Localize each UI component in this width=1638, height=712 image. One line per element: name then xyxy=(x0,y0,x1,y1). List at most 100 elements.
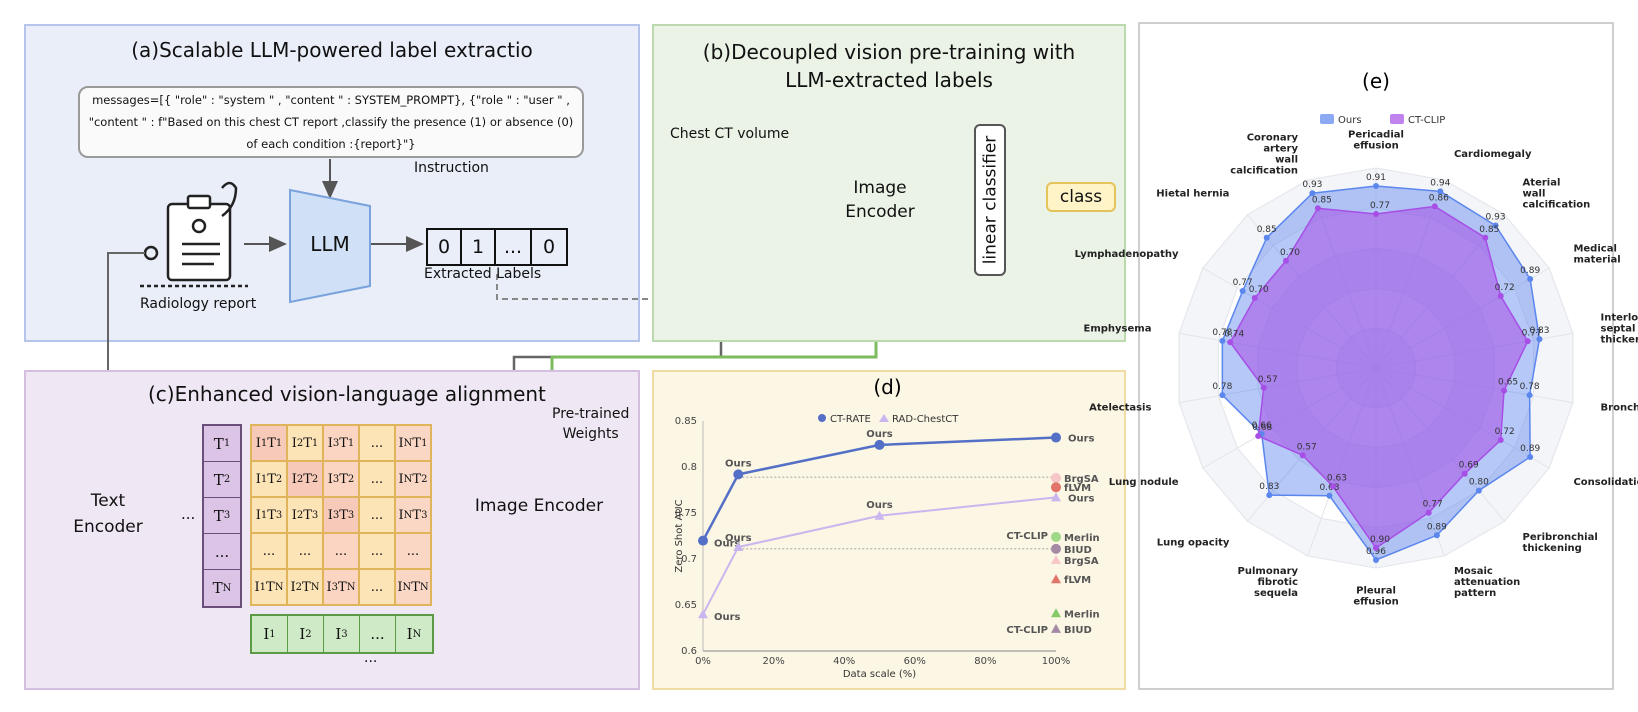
text-token-dots: ... xyxy=(181,505,196,523)
value-label: 0.74 xyxy=(1224,329,1244,339)
category-label-line: Peribronchial xyxy=(1523,532,1598,543)
legend-label: CT-RATE xyxy=(830,414,871,425)
label-vector: 0 1 ... 0 xyxy=(426,228,568,266)
image-token: ... xyxy=(360,616,396,652)
category-label-line: calcification xyxy=(1523,199,1591,210)
data-point xyxy=(1425,509,1432,516)
data-point xyxy=(1527,276,1534,282)
data-point xyxy=(1526,392,1533,399)
data-label: Ours xyxy=(1068,493,1095,504)
llm-label: LLM xyxy=(310,232,350,256)
series-line xyxy=(701,436,1057,542)
baseline-label: BIUD xyxy=(1064,545,1092,556)
legend-marker xyxy=(879,414,889,422)
value-label: 0.80 xyxy=(1469,478,1489,488)
chart-e-title: (e) xyxy=(1362,69,1390,93)
ctclip-label: CT-CLIP xyxy=(1006,625,1048,636)
data-point xyxy=(1309,190,1316,197)
data-point xyxy=(1501,387,1508,394)
baseline-marker xyxy=(1051,554,1061,564)
data-point xyxy=(1373,557,1379,563)
category-label-line: Mosaic xyxy=(1454,566,1493,577)
data-label: Ours xyxy=(866,429,893,440)
baseline-marker xyxy=(1051,543,1061,554)
value-label: 0.65 xyxy=(1498,378,1518,388)
category-label: Lung nodule xyxy=(1109,477,1179,488)
value-label: 0.93 xyxy=(1302,180,1322,190)
image-encoder-c-label: Image Encoder xyxy=(474,496,604,516)
similarity-cell: ... xyxy=(323,533,359,569)
value-label: 0.89 xyxy=(1520,444,1540,454)
category-label-line: Lung nodule xyxy=(1109,477,1179,488)
text-encoder-line-1: Text xyxy=(90,491,126,511)
prompt-line-3: of each condition :{report}"} xyxy=(246,137,416,151)
baseline-label: Merlin xyxy=(1064,609,1100,620)
text-encoder-line-2: Encoder xyxy=(73,517,143,537)
baseline-label: Merlin xyxy=(1064,533,1100,544)
data-point xyxy=(1497,293,1504,299)
pretrained-line-2: Weights xyxy=(562,426,619,442)
data-point xyxy=(1266,492,1273,499)
baseline-label: fLVM xyxy=(1064,483,1091,494)
category-label-line: Pulmonary xyxy=(1238,566,1299,577)
category-label-line: Consolidation xyxy=(1573,477,1638,488)
label-cell: ... xyxy=(496,230,532,264)
value-label: 0.68 xyxy=(1319,483,1339,493)
value-label: 0.91 xyxy=(1366,173,1386,183)
value-label: 0.86 xyxy=(1429,193,1449,203)
category-label-line: wall xyxy=(1523,188,1546,199)
data-point xyxy=(874,439,885,450)
x-axis-label: Data scale (%) xyxy=(843,669,916,680)
category-label: Hietal hernia xyxy=(1156,188,1229,199)
data-label: Ours xyxy=(725,533,752,544)
value-label: 0.89 xyxy=(1520,266,1540,276)
category-label-line: Lymphadenopathy xyxy=(1075,249,1179,260)
image-encoder-b-label: Image Encoder xyxy=(830,170,930,230)
image-encoder-b-line-2: Encoder xyxy=(845,202,915,222)
linear-classifier-box: linear classifier xyxy=(974,124,1006,276)
data-point xyxy=(1475,487,1482,494)
category-label-line: calcification xyxy=(1230,165,1298,176)
data-point xyxy=(1051,432,1061,443)
data-point xyxy=(1239,288,1246,294)
x-tick-label: 20% xyxy=(762,656,784,667)
data-point xyxy=(1326,492,1333,499)
value-label: 0.93 xyxy=(1486,213,1506,223)
value-label: 0.78 xyxy=(1212,328,1232,338)
series-line xyxy=(702,496,1057,615)
legend-swatch xyxy=(1390,114,1404,124)
chart-d-title: (d) xyxy=(873,375,901,399)
value-label: 0.72 xyxy=(1495,427,1515,437)
data-point xyxy=(1260,384,1267,391)
legend-swatch xyxy=(1320,114,1334,124)
text-encoder-label: Text Encoder xyxy=(58,486,158,542)
similarity-cell: ... xyxy=(359,425,395,461)
value-label: 0.89 xyxy=(1427,522,1447,532)
data-point xyxy=(1283,257,1290,264)
value-label: 0.70 xyxy=(1280,248,1300,258)
legend-label: Ours xyxy=(1338,115,1362,126)
prompt-line-1: messages=[{ "role" : "system " , "conten… xyxy=(92,93,570,107)
data-point xyxy=(1431,203,1438,210)
data-label: Ours xyxy=(1068,434,1095,445)
data-point xyxy=(698,609,708,619)
data-label: Ours xyxy=(714,612,741,623)
data-point xyxy=(733,469,744,480)
data-point xyxy=(1219,337,1226,344)
category-label-line: artery xyxy=(1263,143,1298,154)
data-point xyxy=(1536,336,1543,343)
baseline-marker xyxy=(1051,608,1061,618)
baseline-label: fLVM xyxy=(1064,575,1091,586)
category-label: Consolidation xyxy=(1573,477,1638,488)
